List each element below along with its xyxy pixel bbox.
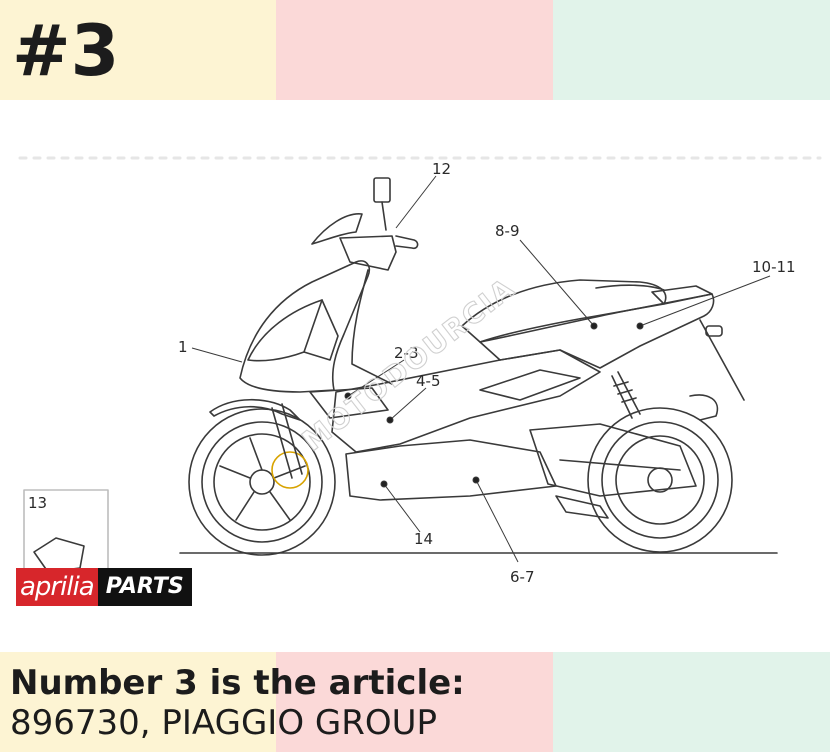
swingarm-engine [529, 423, 697, 497]
front-shield [239, 260, 371, 393]
band-stripe-green [553, 0, 830, 100]
callout-label-10-11: 10-11 [752, 258, 796, 276]
swingarm-detail [559, 459, 681, 471]
shock-spring [613, 381, 637, 403]
top-color-band [0, 0, 830, 100]
front-fender [209, 398, 301, 421]
belly-pan [345, 439, 557, 501]
front-fork [271, 403, 303, 479]
callout-dot-2-3 [344, 392, 352, 400]
handlebar-cover [339, 235, 397, 271]
leader-line-14 [383, 483, 421, 533]
exhaust-foot [555, 495, 609, 519]
watermark-text: MOTODOURCIA [296, 271, 522, 457]
rear-shock [611, 371, 641, 419]
front-wheel [188, 408, 336, 556]
tail-light [651, 285, 713, 305]
aprilia-parts-logo: aprilia PARTS [16, 568, 192, 606]
leader-line-4-5 [389, 387, 427, 421]
front-shield-inner [303, 299, 339, 361]
handlebar-grip [395, 235, 419, 250]
seat-seam [595, 284, 665, 291]
mirror [373, 177, 391, 203]
bottom-color-band [0, 652, 830, 752]
number-plate-holder [699, 319, 745, 401]
callout-label-14: 14 [414, 530, 433, 548]
side-vent [479, 369, 581, 401]
band-stripe-pink [276, 652, 553, 752]
callout-dot-6-7 [472, 476, 480, 484]
tail-body [479, 293, 715, 369]
band-stripe-yellow [0, 0, 276, 100]
leader-line-6-7 [475, 479, 519, 563]
callout-dot-14 [380, 480, 388, 488]
callout-dot-4-5 [386, 416, 394, 424]
article-caption-title: Number 3 is the article: [10, 663, 465, 703]
logo-brand-text: aprilia [16, 568, 98, 606]
leader-line-10-11 [639, 275, 771, 327]
callout-label-6-7: 6-7 [510, 568, 535, 586]
callout-dot-8-9 [590, 322, 598, 330]
leader-line-8-9 [519, 239, 595, 327]
mirror-stem [381, 201, 387, 231]
floor-step [309, 387, 389, 419]
floorboard-side [331, 349, 601, 453]
leader-line-1 [191, 347, 243, 363]
leader-line-2-3 [347, 359, 405, 397]
callout-label-4-5: 4-5 [416, 372, 441, 390]
leader-line-12 [395, 175, 437, 229]
callout-label-2-3: 2-3 [394, 344, 419, 362]
decal-sticker-shape [33, 537, 85, 573]
callout-label-13: 13 [28, 494, 47, 512]
callout-label-12: 12 [432, 160, 451, 178]
article-caption-value: 896730, PIAGGIO GROUP [10, 703, 438, 743]
exhaust-end [689, 394, 719, 421]
part-number-heading: #3 [12, 10, 120, 92]
callout-label-1: 1 [178, 338, 188, 356]
headlight-nose [311, 213, 363, 245]
steering-column [351, 269, 393, 385]
logo-parts-text: PARTS [97, 568, 192, 606]
band-stripe-pink [276, 0, 553, 100]
scooter-parts-diagram: 12 8-9 10-11 1 2-3 4-5 13 14 6-7 MOTODOU… [18, 156, 822, 589]
rear-wheel [587, 407, 733, 553]
band-stripe-yellow [0, 652, 276, 752]
callout-dot-10-11 [636, 322, 644, 330]
rear-indicator [705, 325, 723, 337]
callout-label-8-9: 8-9 [495, 222, 520, 240]
band-stripe-green [553, 652, 830, 752]
